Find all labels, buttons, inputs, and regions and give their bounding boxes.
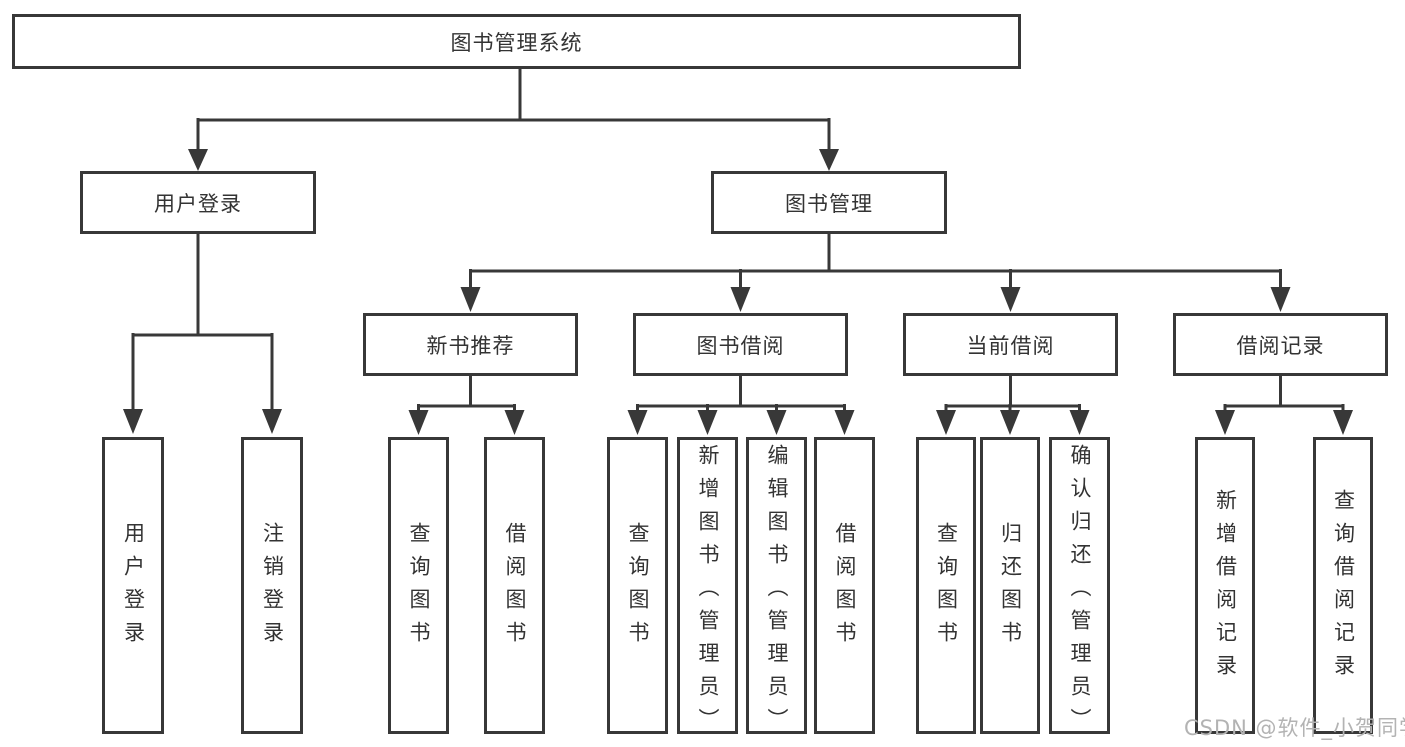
node-book-borrow: 图书借阅 — [633, 313, 848, 376]
connector-current-borrow-to-leaves — [936, 376, 1090, 435]
connector-book-borrow-to-leaves — [627, 376, 855, 435]
node-root-library-management-system: 图书管理系统 — [12, 14, 1021, 69]
connector-book-management-to-level3 — [460, 233, 1291, 312]
node-new-book-recommend: 新书推荐 — [363, 313, 578, 376]
watermark: CSDN @软件_小贺同学 — [1184, 716, 1405, 740]
leaf-edit-book-admin: 编辑图书（管理员） — [746, 437, 807, 741]
node-user-login: 用户登录 — [80, 171, 316, 234]
leaf-borrow-books-recommend: 借阅图书 — [484, 437, 545, 734]
leaf-logout: 注销登录 — [241, 437, 303, 734]
connector-root-to-level2 — [188, 68, 839, 171]
leaf-query-books-current: 查询图书 — [916, 437, 976, 734]
leaf-add-book-admin: 新增图书（管理员） — [677, 437, 738, 741]
connector-borrow-records-to-leaves — [1215, 376, 1353, 435]
leaf-query-books-recommend: 查询图书 — [388, 437, 449, 734]
leaf-confirm-return-admin: 确认归还（管理员） — [1049, 437, 1110, 741]
connector-new-books-to-leaves — [408, 376, 525, 435]
leaf-query-borrow-record: 查询借阅记录 — [1313, 437, 1373, 734]
leaf-user-login: 用户登录 — [102, 437, 164, 734]
leaf-add-borrow-record: 新增借阅记录 — [1195, 437, 1255, 734]
node-book-management: 图书管理 — [711, 171, 947, 234]
leaf-query-books-borrow: 查询图书 — [607, 437, 668, 734]
leaf-return-book: 归还图书 — [980, 437, 1040, 734]
leaf-borrow-books: 借阅图书 — [814, 437, 875, 734]
connector-user-login-to-leaves — [123, 233, 282, 434]
node-borrow-records: 借阅记录 — [1173, 313, 1388, 376]
node-current-borrow: 当前借阅 — [903, 313, 1118, 376]
